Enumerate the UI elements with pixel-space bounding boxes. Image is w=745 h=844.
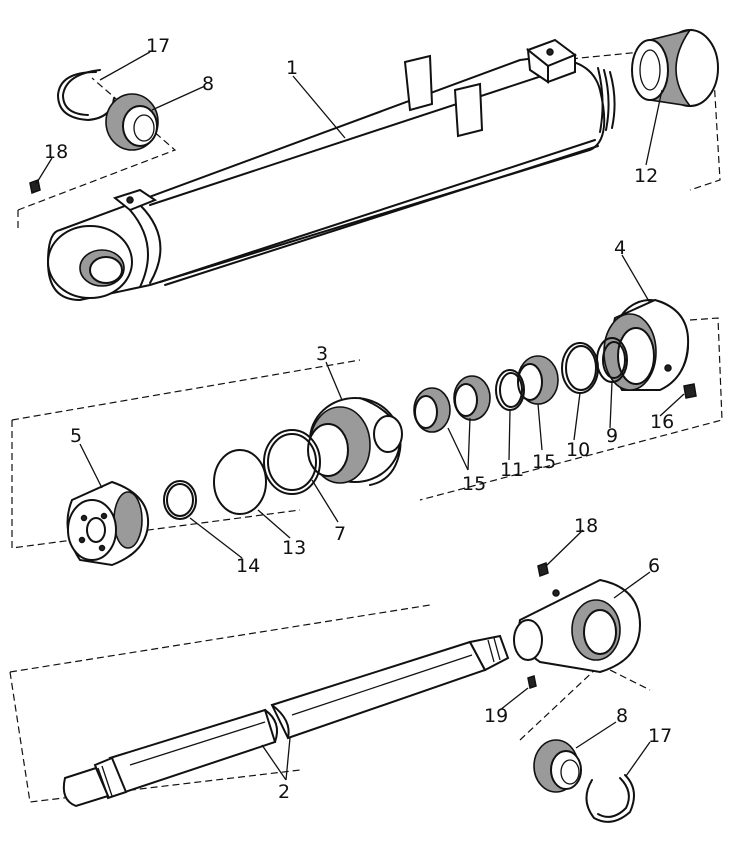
callout-8-bottom: 8 <box>616 705 628 727</box>
o-ring-13 <box>213 449 267 515</box>
backup-ring-10 <box>561 342 599 394</box>
callout-17-top: 17 <box>146 35 170 57</box>
bushing-top <box>105 93 159 151</box>
callout-12: 12 <box>634 165 658 187</box>
callout-5: 5 <box>70 425 82 447</box>
gland-nut <box>631 28 719 108</box>
piston-seal-7 <box>263 429 321 495</box>
bushing-bottom <box>533 739 582 793</box>
callout-14: 14 <box>236 555 260 577</box>
set-screw <box>683 383 697 399</box>
callout-7: 7 <box>334 523 346 545</box>
assembly-frame-middle <box>11 317 723 549</box>
callout-1: 1 <box>286 57 298 79</box>
piston <box>307 397 403 486</box>
callout-11: 11 <box>500 459 524 481</box>
callout-9: 9 <box>606 425 618 447</box>
callout-17-bottom: 17 <box>648 725 672 747</box>
cylinder-head <box>603 298 690 391</box>
leader-lines <box>35 51 685 781</box>
callout-10: 10 <box>566 439 590 461</box>
rod-eye <box>513 578 642 674</box>
piston-rod <box>62 634 510 808</box>
end-cap <box>66 480 150 567</box>
assembly-frame-bottom <box>9 604 651 803</box>
assembly-frame-top <box>17 44 721 230</box>
callout-19: 19 <box>484 705 508 727</box>
callout-15-left: 15 <box>462 473 486 495</box>
callout-labels: 1 2 3 4 5 6 7 8 8 9 10 11 12 13 14 15 15… <box>44 35 674 803</box>
callout-18-bottom: 18 <box>574 515 598 537</box>
callout-18-top: 18 <box>44 141 68 163</box>
grease-nipple-top <box>29 178 41 195</box>
callout-8-top: 8 <box>202 73 214 95</box>
callout-15-right: 15 <box>532 451 556 473</box>
callout-4: 4 <box>614 237 626 259</box>
callout-16: 16 <box>650 411 674 433</box>
callout-6: 6 <box>648 555 660 577</box>
grease-nipple-bottom <box>537 561 549 578</box>
callout-3: 3 <box>316 343 328 365</box>
plug-19 <box>527 675 537 689</box>
guide-ring-left <box>413 375 491 433</box>
callout-2: 2 <box>278 781 290 803</box>
o-ring-14 <box>163 480 197 520</box>
snap-ring-bottom <box>585 774 635 823</box>
callout-13: 13 <box>282 537 306 559</box>
cylinder-barrel <box>46 38 616 302</box>
